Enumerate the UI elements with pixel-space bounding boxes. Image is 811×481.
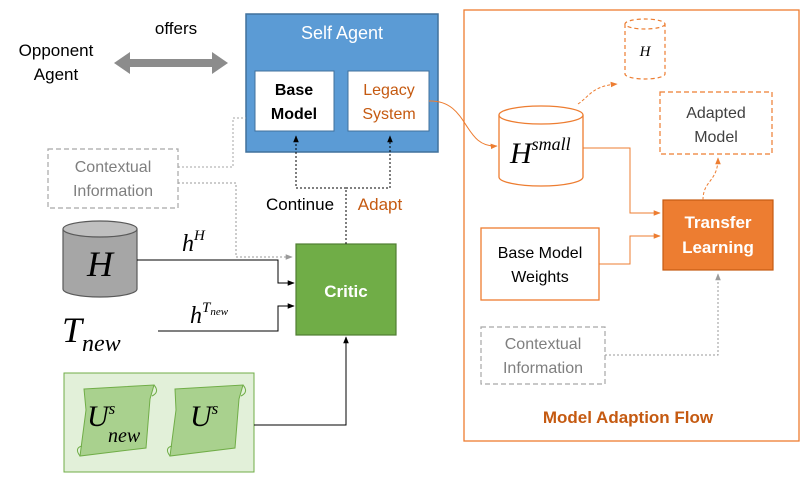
history-symbol: H bbox=[86, 244, 115, 284]
base-model-box: Base Model bbox=[254, 70, 335, 132]
legacy-system-line2: System bbox=[362, 106, 415, 123]
history-large-dashed-icon: H bbox=[624, 18, 666, 80]
legacy-system-line1: Legacy bbox=[363, 82, 415, 99]
transfer-learning-box: Transfer Learning bbox=[662, 199, 774, 271]
legacy-system-box: Legacy System bbox=[347, 70, 430, 132]
opponent-agent: Opponent Agent bbox=[19, 41, 94, 84]
new-task-symbol: Tnew bbox=[62, 310, 121, 357]
new-task-to-critic-arrow bbox=[158, 303, 295, 332]
adapt-label: Adapt bbox=[358, 195, 403, 214]
contextual-info-left-line1: Contextual bbox=[75, 159, 152, 176]
history-database-icon: H bbox=[62, 220, 138, 298]
base-model-weights-box: Base Model Weights bbox=[480, 227, 600, 301]
scroll-new-subscript: new bbox=[108, 425, 141, 447]
history-signal-label: hH bbox=[182, 228, 206, 257]
context-to-self-agent-connector bbox=[178, 117, 246, 168]
context-to-critic-arrow bbox=[178, 182, 293, 260]
opponent-label-line1: Opponent bbox=[19, 41, 94, 60]
contextual-info-left: Contextual Information bbox=[47, 148, 179, 209]
self-agent-title: Self Agent bbox=[301, 23, 383, 43]
legacy-to-history-small-arrow bbox=[428, 100, 498, 150]
adapt-arrow bbox=[346, 135, 393, 189]
base-model-line2: Model bbox=[271, 106, 317, 123]
history-small-to-transfer-arrow bbox=[583, 147, 661, 216]
transfer-to-adapted-arrow bbox=[702, 157, 721, 201]
context-to-transfer-arrow bbox=[605, 273, 721, 356]
transfer-learning-line2: Learning bbox=[682, 238, 754, 257]
offers-label: offers bbox=[155, 19, 197, 38]
critic-box: Critic bbox=[295, 243, 397, 336]
scrolls-to-critic-arrow bbox=[254, 336, 349, 426]
adaption-flow-title: Model Adaption Flow bbox=[543, 408, 714, 427]
continue-label: Continue bbox=[266, 195, 334, 214]
transfer-learning-line1: Transfer bbox=[684, 213, 751, 232]
scroll-old-symbol: Us bbox=[190, 399, 219, 433]
contextual-info-right-line1: Contextual bbox=[505, 336, 582, 353]
offers-double-arrow bbox=[114, 52, 228, 74]
contextual-info-right: Contextual Information bbox=[480, 326, 606, 385]
new-task-signal-label: hTnew bbox=[190, 300, 229, 329]
base-model-weights-line2: Weights bbox=[511, 269, 569, 286]
weights-to-transfer-arrow bbox=[599, 233, 661, 265]
adapted-model-line2: Model bbox=[694, 129, 738, 146]
continue-adapt-stem bbox=[293, 135, 347, 244]
history-large-symbol: H bbox=[639, 44, 652, 60]
utterance-scrolls-panel: Us new Us bbox=[63, 372, 255, 473]
adapted-model-box: Adapted Model bbox=[659, 91, 773, 155]
base-model-weights-line1: Base Model bbox=[498, 245, 583, 262]
scroll-icon-new bbox=[76, 384, 158, 457]
contextual-info-right-line2: Information bbox=[503, 360, 583, 377]
history-small-symbol: Hsmall bbox=[509, 134, 571, 170]
base-model-line1: Base bbox=[275, 82, 313, 99]
critic-label: Critic bbox=[324, 282, 367, 301]
scroll-icon-old bbox=[166, 384, 247, 457]
history-small-database-icon: Hsmall bbox=[498, 105, 584, 187]
scroll-new-symbol: Us bbox=[87, 399, 116, 433]
opponent-label-line2: Agent bbox=[34, 65, 79, 84]
contextual-info-left-line2: Information bbox=[73, 183, 153, 200]
adapted-model-line1: Adapted bbox=[686, 105, 746, 122]
history-to-critic-arrow bbox=[137, 259, 295, 286]
